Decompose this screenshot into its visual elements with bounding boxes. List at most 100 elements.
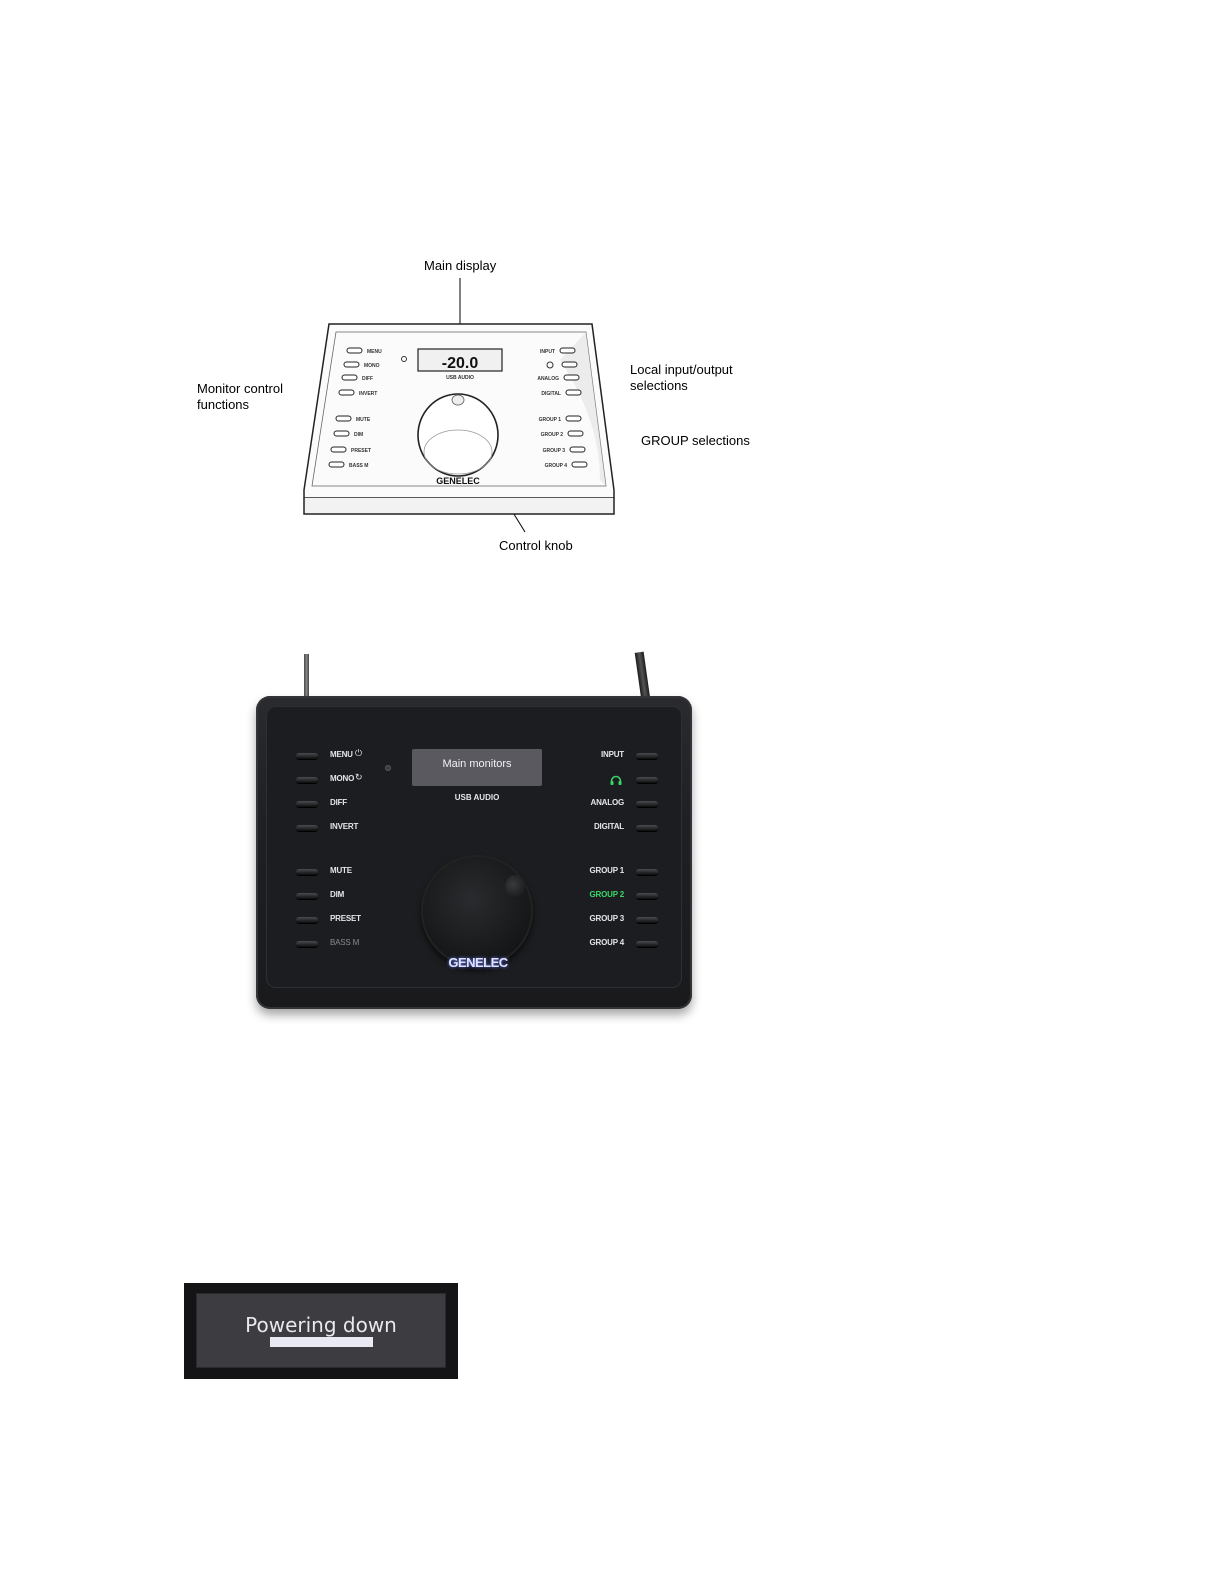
cable-right <box>634 651 651 701</box>
cable-left <box>304 654 309 700</box>
figure-controller-photo: Main monitors USB AUDIO GENELEC MENU⏻ MON… <box>178 650 760 1042</box>
knob-shadow-ring <box>423 429 493 475</box>
loop-icon: ↻ <box>355 772 363 782</box>
source-indicator: USB AUDIO <box>454 793 500 802</box>
diagram-right-key <box>569 446 586 453</box>
callout-local-io-line2: selections <box>630 378 688 393</box>
right-button-label: GROUP 4 <box>589 938 625 947</box>
diagram-left-label: MUTE <box>356 417 371 423</box>
left-button-label: DIM <box>330 890 345 899</box>
figure-powering-down-display: Powering down <box>184 1283 458 1379</box>
left-button-mono[interactable] <box>296 777 318 783</box>
control-knob[interactable] <box>421 855 533 967</box>
diagram-left-label: BASS M <box>349 463 368 469</box>
powering-down-text: Powering down <box>245 1313 397 1337</box>
headphones-icon <box>546 361 554 369</box>
diagram-left-key <box>330 446 347 453</box>
display-value: -20.0 <box>442 355 479 372</box>
left-button-label: MENU <box>330 750 353 759</box>
shutdown-progress-fill <box>270 1337 373 1347</box>
headphones-icon <box>610 775 622 785</box>
diagram-left-label: DIM <box>354 432 363 438</box>
diagram-left-label: INVERT <box>359 391 377 397</box>
right-button-group-1[interactable] <box>636 869 658 875</box>
status-led <box>385 765 391 771</box>
brand-logo-drawing: GENELEC <box>436 476 480 486</box>
knob-dimple <box>505 875 525 899</box>
diagram-right-key <box>561 361 578 368</box>
left-button-label: BASS M <box>330 938 360 947</box>
right-button-group-2[interactable] <box>636 893 658 899</box>
left-button-dim[interactable] <box>296 893 318 899</box>
control-knob-drawing <box>417 393 499 477</box>
callout-local-io-line1: Local input/output <box>630 362 733 377</box>
left-button-label: DIFF <box>330 798 347 807</box>
callout-group-selections: GROUP selections <box>641 433 750 448</box>
diagram-left-key <box>335 415 352 422</box>
diagram-right-key <box>567 430 584 437</box>
diagram-left-key <box>333 430 350 437</box>
left-button-invert[interactable] <box>296 825 318 831</box>
diagram-buttons: MENU INPUT MONO DIFF ANALOG INVERT DIGITAL MUTE… <box>328 347 588 469</box>
oled-screen: Powering down <box>196 1293 446 1368</box>
knob-dimple <box>451 394 465 406</box>
diagram-left-label: PRESET <box>351 448 371 454</box>
display-text: Main monitors <box>442 758 512 770</box>
diagram-left-label: MENU <box>367 349 382 355</box>
right-button-analog[interactable] <box>636 801 658 807</box>
callout-monitor-control-line1: Monitor control <box>197 381 283 396</box>
callout-main-display: Main display <box>424 258 497 273</box>
diagram-right-label: GROUP 2 <box>541 432 564 438</box>
diagram-right-key <box>559 347 576 354</box>
right-button-label: GROUP 3 <box>589 914 625 923</box>
status-led <box>401 356 407 362</box>
diagram-right-key <box>565 389 582 396</box>
left-button-label: PRESET <box>330 914 361 923</box>
diagram-left-key <box>343 361 360 368</box>
diagram-left-key <box>338 389 355 396</box>
display-outline <box>417 348 503 372</box>
right-button-label: ANALOG <box>590 798 625 807</box>
diagram-left-label: DIFF <box>362 376 373 382</box>
device-base-outline <box>303 498 615 515</box>
diagram-right-label: GROUP 1 <box>539 417 562 423</box>
right-button-group-3[interactable] <box>636 917 658 923</box>
device-shading <box>560 332 606 486</box>
left-button-bass-m[interactable] <box>296 941 318 947</box>
controller-line-drawing: -20.0 USB AUDIO GENELEC MENU INPUT MONO DIF… <box>303 278 615 533</box>
right-button-label: DIGITAL <box>593 822 624 831</box>
diagram-right-label: ANALOG <box>537 376 559 382</box>
diagram-right-label: GROUP 3 <box>543 448 566 454</box>
diagram-left-key <box>346 347 363 354</box>
diagram-right-label: DIGITAL <box>541 391 561 397</box>
left-button-label: INVERT <box>330 822 359 831</box>
right-button-label: GROUP 1 <box>589 866 625 875</box>
left-button-label: MUTE <box>330 866 352 875</box>
diagram-left-key <box>341 374 358 381</box>
diagram-left-label: MONO <box>364 363 380 369</box>
diagram-right-key <box>563 374 580 381</box>
power-icon: ⏻ <box>355 748 363 758</box>
right-button-digital[interactable] <box>636 825 658 831</box>
main-display: Main monitors <box>412 749 542 786</box>
diagram-right-key <box>571 461 588 468</box>
shutdown-progress-bar <box>270 1337 373 1347</box>
left-button-menu[interactable] <box>296 753 318 759</box>
diagram-right-label: INPUT <box>540 349 555 355</box>
diagram-right-key <box>565 415 582 422</box>
right-button-group-4[interactable] <box>636 941 658 947</box>
right-button-label: INPUT <box>600 750 624 759</box>
diagram-right-label: GROUP 4 <box>545 463 568 469</box>
right-button-headphones[interactable] <box>636 777 658 783</box>
right-button-label: GROUP 2 <box>589 890 625 899</box>
left-button-mute[interactable] <box>296 869 318 875</box>
left-button-preset[interactable] <box>296 917 318 923</box>
left-button-diff[interactable] <box>296 801 318 807</box>
diagram-left-key <box>328 461 345 468</box>
callout-monitor-control-line2: functions <box>197 397 250 412</box>
left-button-label: MONO <box>330 774 355 783</box>
display-source-line: USB AUDIO <box>446 375 474 381</box>
brand-logo: GENELEC <box>448 955 508 970</box>
right-button-input[interactable] <box>636 753 658 759</box>
callout-control-knob: Control knob <box>499 538 573 553</box>
